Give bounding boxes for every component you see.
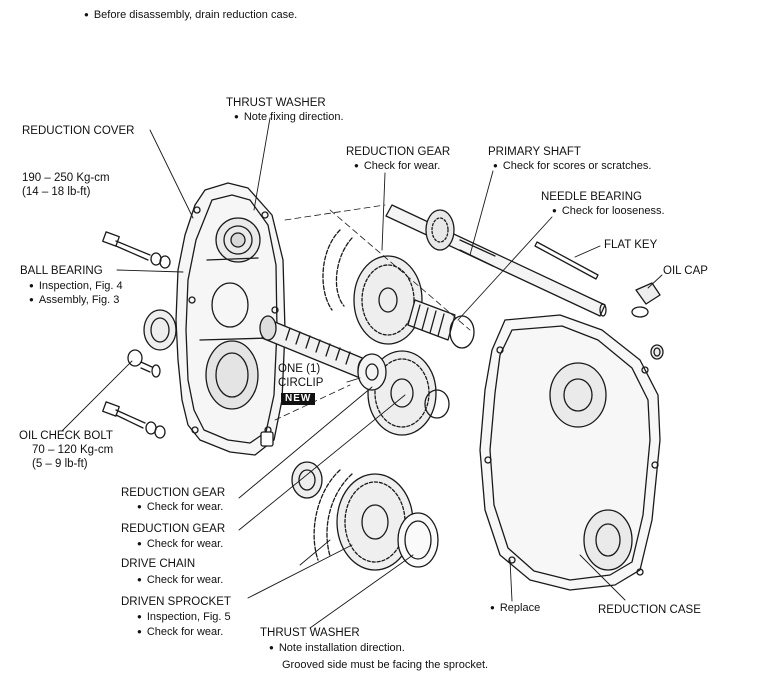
drive-chain-note: Check for wear. (137, 574, 223, 587)
drive-chain-upper (322, 229, 353, 311)
driven-sprocket-note1: Inspection, Fig. 5 (137, 611, 231, 624)
reduction-gear-1-note: Check for wear. (137, 501, 223, 514)
driven-sprocket-part (336, 473, 414, 571)
needle-bearing-part (407, 299, 475, 349)
ball-bearing-note2: Assembly, Fig. 3 (29, 294, 120, 307)
oil-check-bolt-part (127, 349, 161, 378)
thrust-washer-bottom-title: THRUST WASHER (260, 627, 360, 639)
reduction-case-part (479, 314, 661, 591)
thrust-washer-top-title: THRUST WASHER (226, 97, 326, 109)
needle-bearing-title: NEEDLE BEARING (541, 191, 642, 203)
thrust-washer-lower-part (397, 512, 439, 568)
reduction-gear-1-title: REDUCTION GEAR (121, 487, 226, 499)
oil-check-bolt-line2: (5 – 9 lb-ft) (32, 458, 88, 470)
dowel-pin (260, 431, 274, 447)
oil-seal-lower (291, 461, 323, 499)
reduction-cover-part (175, 182, 286, 456)
leader-lines (61, 117, 663, 629)
needle-bearing-note: Check for looseness. (552, 205, 665, 218)
replace-note: Replace (490, 602, 540, 615)
new-badge: NEW (281, 393, 316, 405)
ball-bearing-note1: Inspection, Fig. 4 (29, 280, 123, 293)
circlip-line2: CIRCLIP (278, 377, 324, 389)
circlip-line1: ONE (1) (278, 363, 321, 375)
primary-shaft-part (385, 204, 607, 317)
ball-bearing-title: BALL BEARING (20, 265, 103, 277)
primary-shaft-note: Check for scores or scratches. (493, 160, 652, 173)
reduction-gear-upper (353, 255, 423, 345)
oil-check-bolt-line1: 70 – 120 Kg-cm (32, 444, 114, 456)
cover-bolt-lower (102, 401, 166, 439)
reduction-gear-2-note: Check for wear. (137, 538, 223, 551)
oil-seal-left (143, 309, 177, 351)
flat-key-title: FLAT KEY (604, 239, 658, 251)
driven-sprocket-note2: Check for wear. (137, 626, 223, 639)
oil-cap-title: OIL CAP (663, 265, 708, 277)
flat-key-part (534, 241, 599, 280)
cover-bolt-upper (102, 231, 171, 269)
small-washer-right (650, 344, 664, 360)
torque-cover-line1: 190 – 250 Kg-cm (22, 172, 110, 184)
thrust-washer-top-note: Note fixing direction. (234, 111, 344, 124)
driven-sprocket-title: DRIVEN SPROCKET (121, 596, 231, 608)
reduction-gear-middle (357, 350, 450, 436)
torque-cover-line2: (14 – 18 lb-ft) (22, 186, 91, 198)
thrust-washer-bottom-note: Note installation direction. (269, 642, 405, 655)
drive-chain-title: DRIVE CHAIN (121, 558, 196, 570)
reduction-case-title: REDUCTION CASE (598, 604, 701, 616)
oil-cap-part (631, 282, 661, 318)
header-note: Before disassembly, drain reduction case… (84, 9, 297, 22)
reduction-gear-top-title: REDUCTION GEAR (346, 146, 451, 158)
primary-shaft-title: PRIMARY SHAFT (488, 146, 581, 158)
thrust-washer-bottom-line2: Grooved side must be facing the sprocket… (282, 659, 489, 671)
drive-chain-lower (313, 469, 353, 561)
reduction-gear-top-note: Check for wear. (354, 160, 440, 173)
reduction-gear-2-title: REDUCTION GEAR (121, 523, 226, 535)
reduction-cover-title: REDUCTION COVER (22, 125, 135, 137)
oil-check-bolt-title: OIL CHECK BOLT (19, 430, 113, 442)
